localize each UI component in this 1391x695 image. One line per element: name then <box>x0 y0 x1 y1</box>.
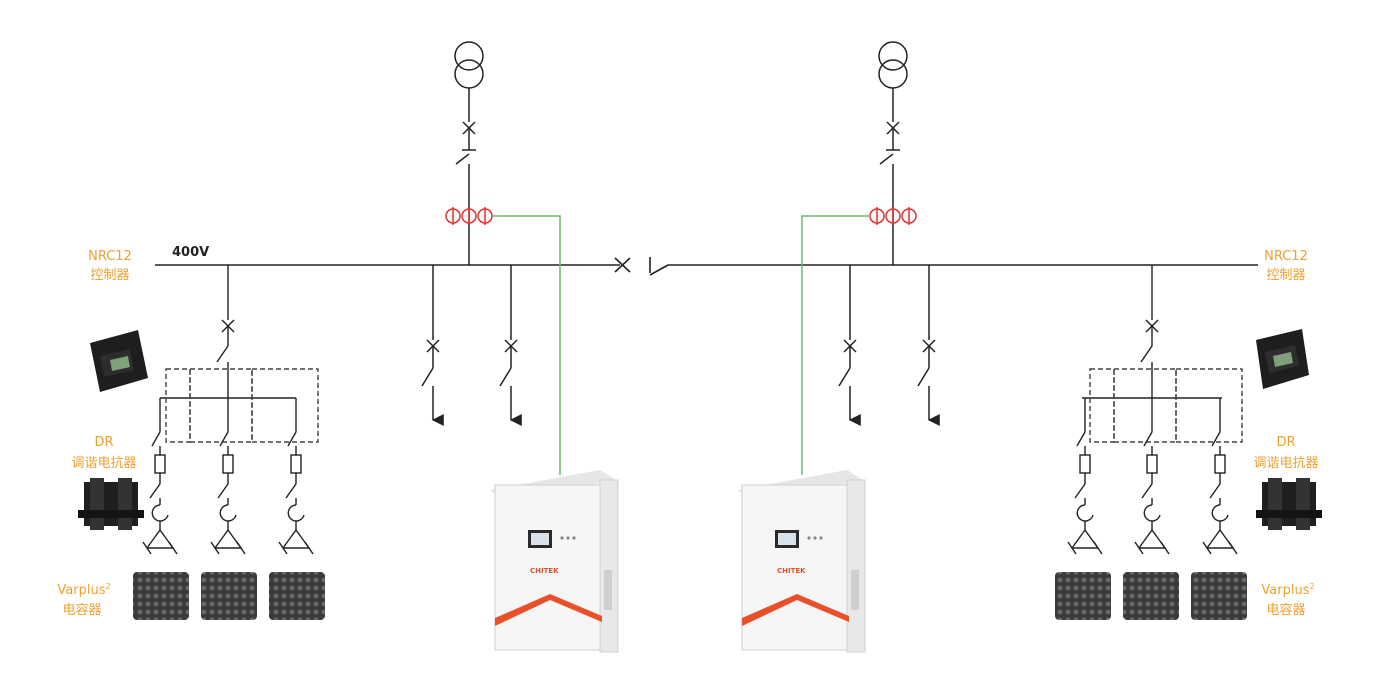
capacitor-branch <box>278 398 314 555</box>
capacitor-branch <box>1134 398 1170 555</box>
capacitor-branch <box>142 398 178 555</box>
reactor-name-label-right: 调谐电抗器 <box>1253 456 1318 471</box>
capacitor-model-label-right: Varplus2 <box>1261 582 1314 598</box>
controller-name-label-left: 控制器 <box>90 268 129 283</box>
ct-symbol-right <box>869 207 917 225</box>
capacitor-icon <box>133 572 189 620</box>
reactor-icon <box>78 478 144 530</box>
capacitor-branch <box>1202 398 1238 555</box>
transformer-icon <box>454 41 484 71</box>
reactor-model-label-left: DR <box>94 435 113 450</box>
reactor-icon <box>1256 478 1322 530</box>
reactor-model-label-right: DR <box>1276 435 1295 450</box>
controller-device-icon <box>1256 329 1309 389</box>
controller-name-label-right: 控制器 <box>1266 268 1305 283</box>
transformer-feeder-left <box>454 41 484 265</box>
capacitor-branch <box>1067 398 1103 555</box>
capacitor-name-label-right: 电容器 <box>1266 602 1305 618</box>
controller-model-label-left: NRC12 <box>88 249 132 264</box>
capacitor-icon <box>201 572 257 620</box>
outgoing-feeders <box>421 265 940 426</box>
capacitor-name-label-left: 电容器 <box>62 602 101 618</box>
reactor-name-label-left: 调谐电抗器 <box>71 456 136 471</box>
active-filter-device-right: CHITEK <box>737 470 866 653</box>
controller-device-icon <box>90 330 148 392</box>
capacitor-branch <box>210 398 246 555</box>
device-brand-label: CHITEK <box>530 567 559 575</box>
ct-symbol-left <box>445 207 493 225</box>
capacitor-icon <box>269 572 325 620</box>
signal-line-right <box>801 215 870 475</box>
transformer-icon <box>878 41 908 71</box>
controller-model-label-right: NRC12 <box>1264 249 1308 264</box>
capacitor-icon <box>1055 572 1111 620</box>
capacitor-icon <box>1123 572 1179 620</box>
capacitor-model-label-left: Varplus2 <box>57 582 110 598</box>
active-filter-device-left: CHITEK <box>490 470 619 653</box>
bus-tie-breaker <box>614 257 669 276</box>
capacitor-icon <box>1191 572 1247 620</box>
bus-voltage-label: 400V <box>172 245 209 260</box>
capacitor-bank-left <box>160 265 319 443</box>
transformer-feeder-right <box>878 41 908 265</box>
capacitor-bank-right <box>1082 265 1243 443</box>
signal-line-left <box>492 215 561 475</box>
device-brand-label: CHITEK <box>777 567 806 575</box>
